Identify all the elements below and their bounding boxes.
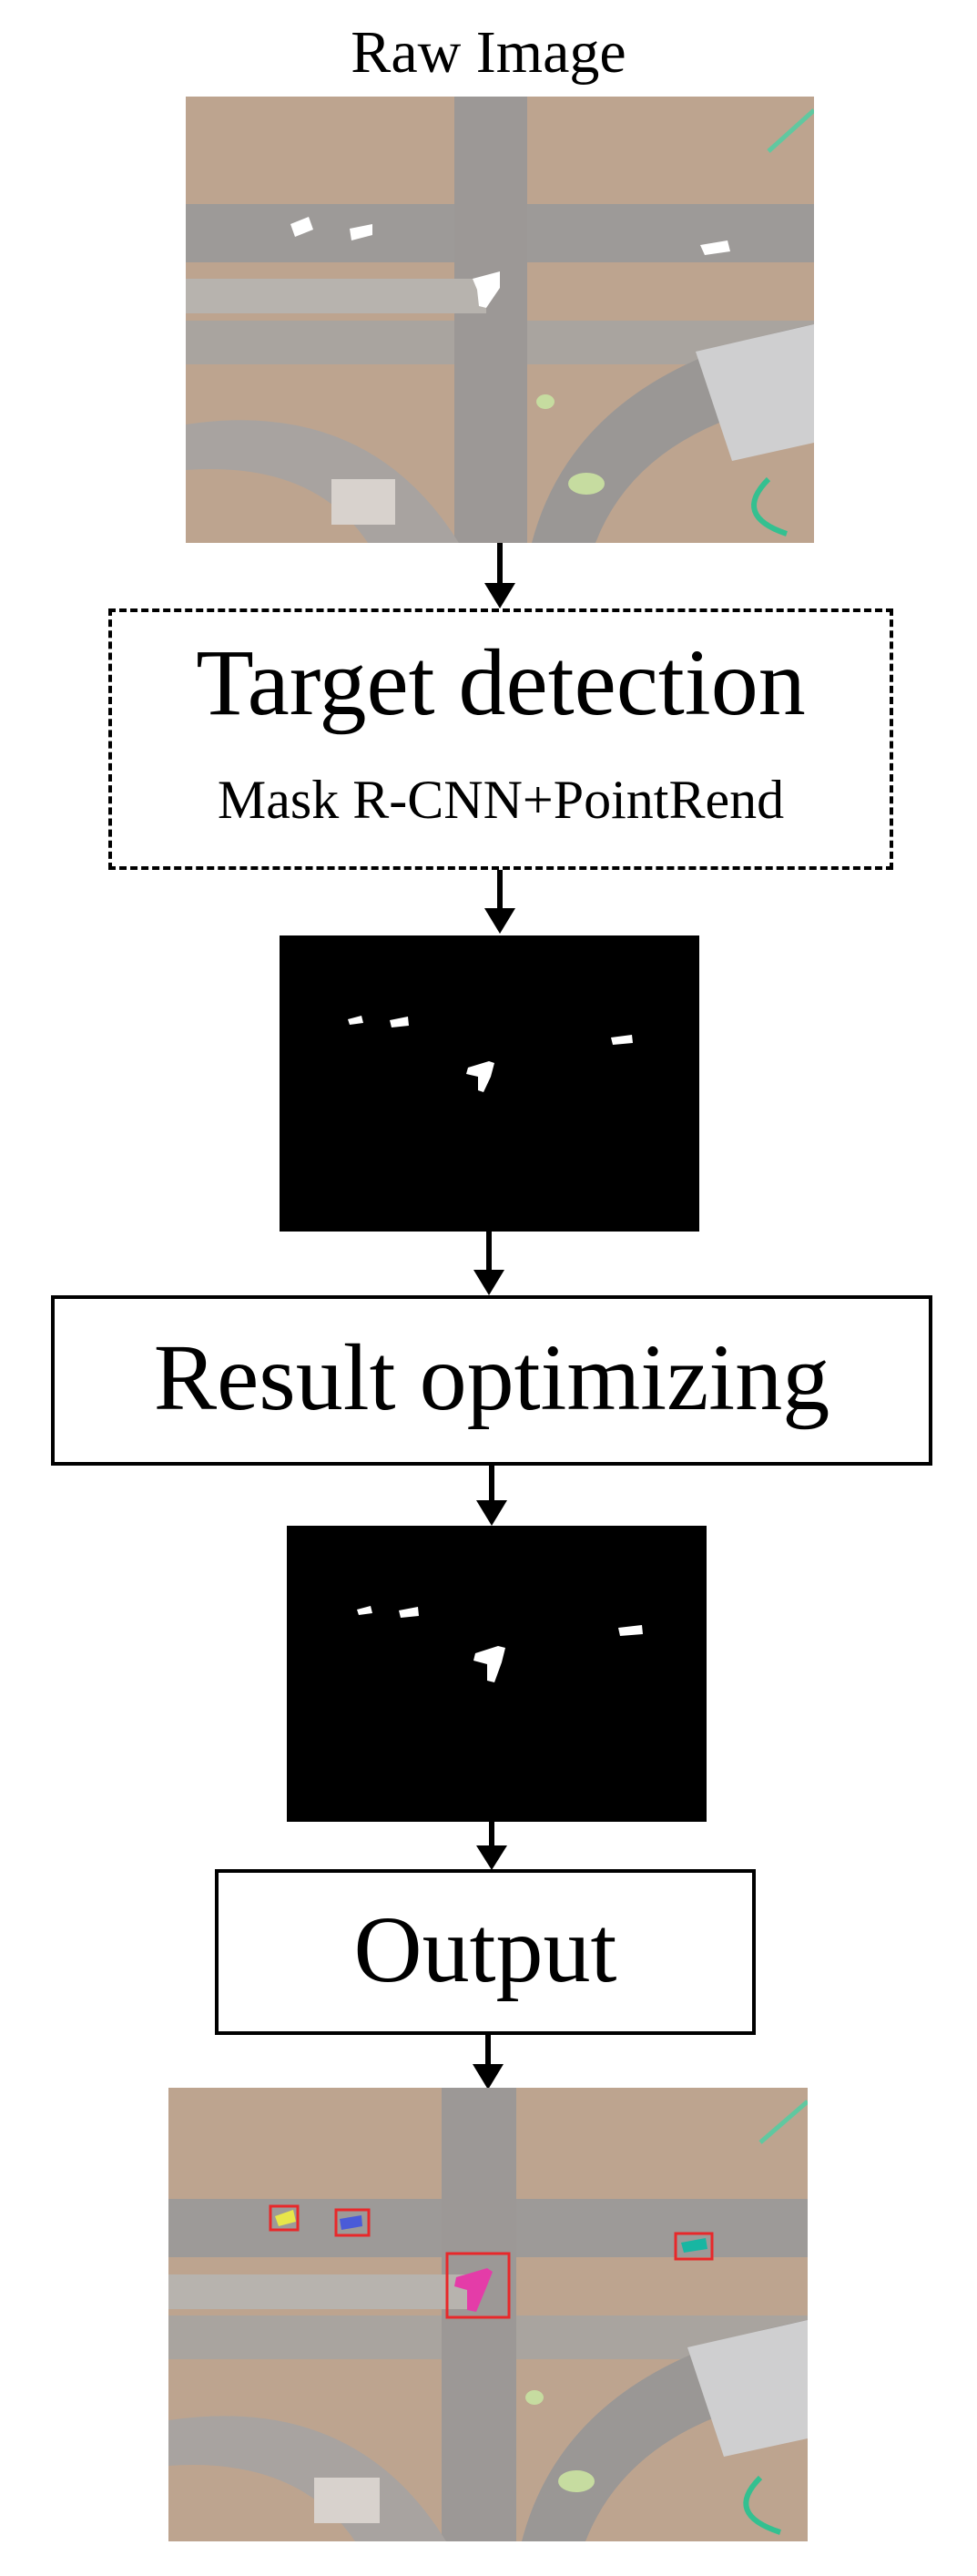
arrow-down-icon	[484, 543, 515, 608]
optimized-mask-image	[287, 1526, 707, 1822]
detection-mask-image	[280, 935, 699, 1232]
arrow-down-icon	[473, 1232, 504, 1295]
result-optimizing-title: Result optimizing	[153, 1325, 830, 1430]
arrow-down-icon	[476, 1822, 507, 1870]
output-aerial-image	[168, 2088, 808, 2541]
arrow-down-icon	[476, 1466, 507, 1526]
detected-aircraft-1	[269, 2204, 300, 2232]
output-title: Output	[353, 1897, 617, 2002]
arrow-down-icon	[484, 870, 515, 934]
detected-aircraft-2	[334, 2208, 371, 2237]
detected-aircraft-3	[445, 2252, 511, 2319]
target-detection-box: Target detection Mask R-CNN+PointRend	[108, 608, 893, 870]
target-detection-title: Target detection	[196, 630, 806, 735]
raw-image-title: Raw Image	[351, 19, 626, 86]
result-optimizing-box: Result optimizing	[51, 1295, 932, 1466]
detected-aircraft-4	[674, 2232, 714, 2261]
arrow-down-icon	[473, 2035, 504, 2090]
raw-aerial-image	[186, 97, 814, 543]
output-box: Output	[215, 1869, 756, 2035]
target-detection-subtitle: Mask R-CNN+PointRend	[217, 770, 785, 830]
